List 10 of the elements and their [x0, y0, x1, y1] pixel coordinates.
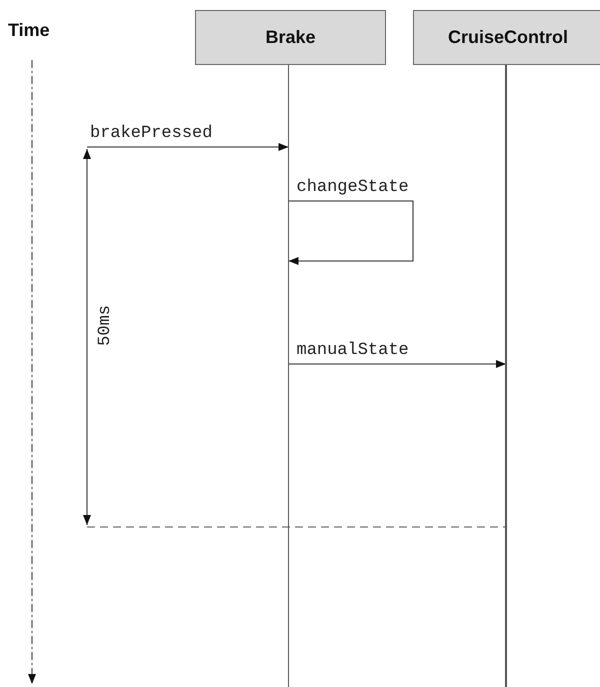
message-label: manualState: [296, 341, 409, 360]
axis-title: Time: [8, 20, 50, 41]
message-label: changeState: [296, 178, 409, 197]
participant-box: Brake: [195, 10, 386, 65]
message-arrow: [288, 200, 414, 265]
participant-box: CruiseControl: [413, 10, 600, 65]
message-arrow: [288, 360, 506, 368]
message-label: brakePressed: [90, 124, 212, 143]
message-arrow: [87, 143, 288, 151]
duration-label: 50ms: [96, 305, 115, 346]
